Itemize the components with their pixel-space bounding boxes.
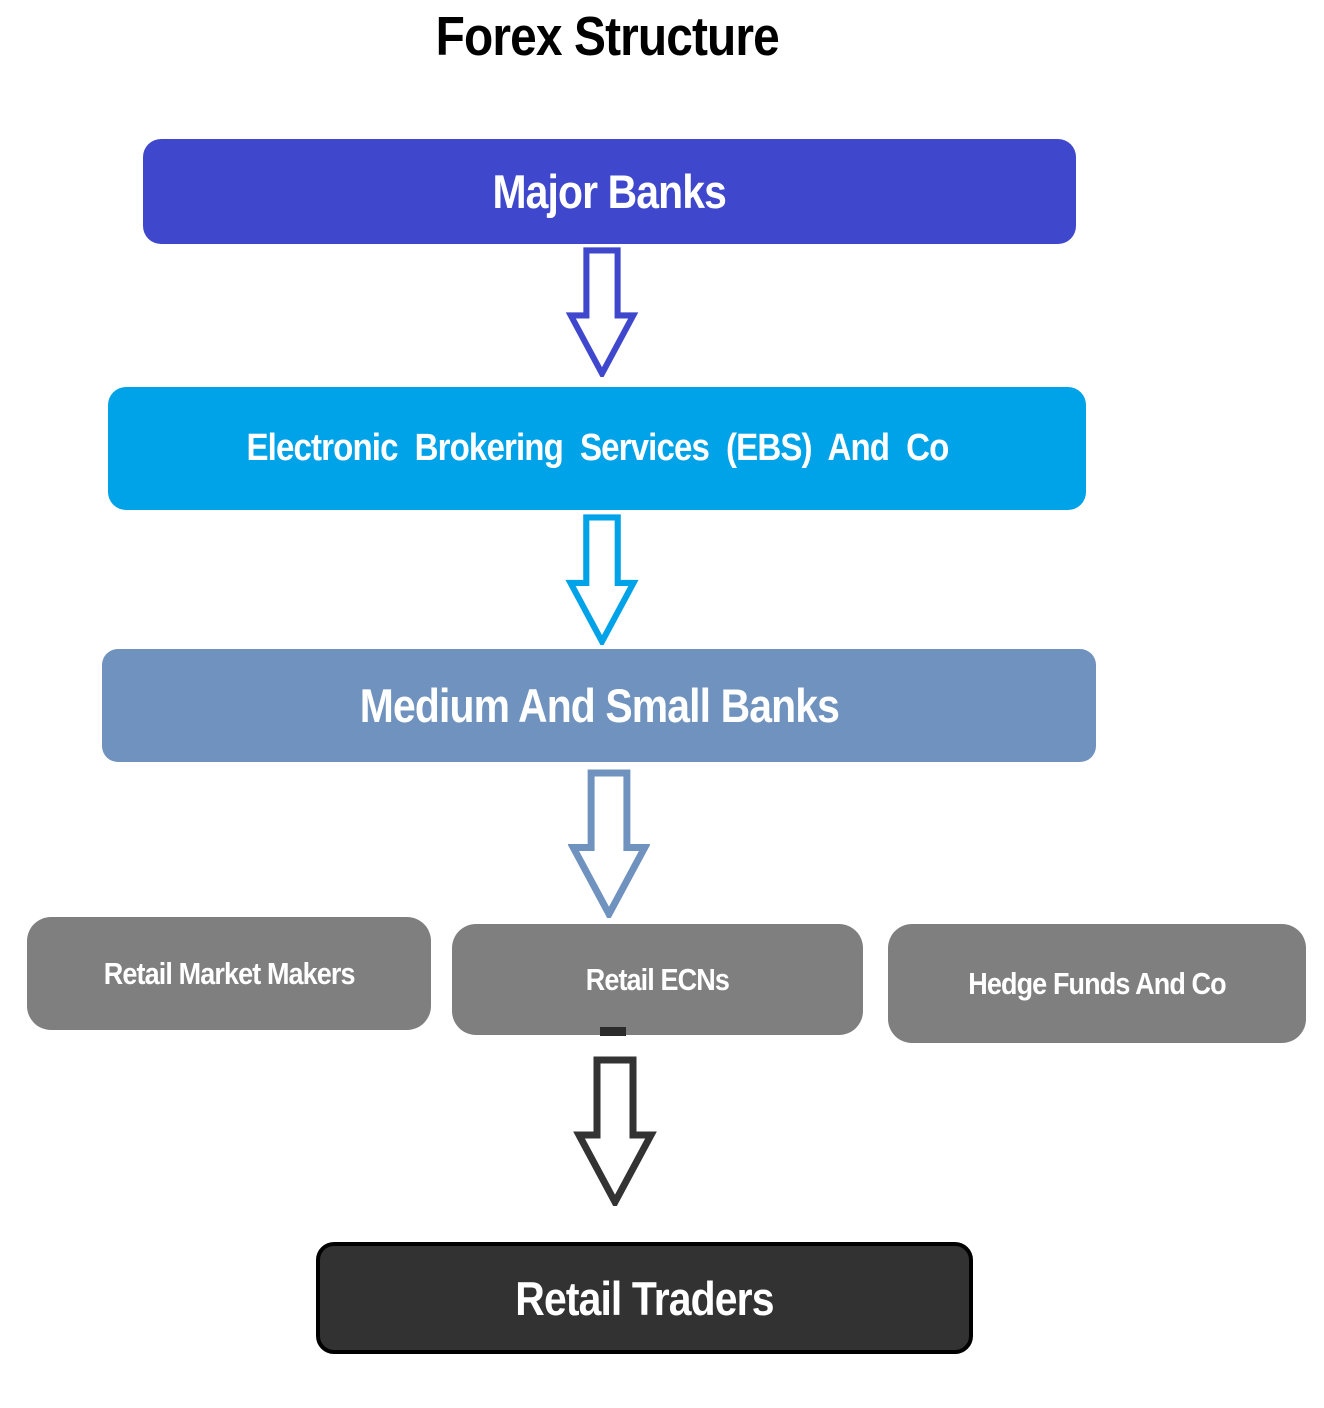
node-ebs: Electronic Brokering Services (EBS) And …: [108, 387, 1086, 510]
node-retail-ecns: Retail ECNs: [452, 924, 863, 1035]
node-hedge-funds-label: Hedge Funds And Co: [968, 965, 1226, 1001]
node-major-banks-label: Major Banks: [492, 165, 727, 218]
down-arrow-icon: [573, 1056, 657, 1206]
node-retail-market-makers-label: Retail Market Makers: [103, 955, 356, 991]
node-retail-traders-label: Retail Traders: [515, 1271, 774, 1325]
node-hedge-funds: Hedge Funds And Co: [888, 924, 1306, 1043]
page-title: Forex Structure: [307, 4, 907, 68]
node-retail-traders: Retail Traders: [316, 1242, 973, 1354]
node-medium-small-banks-label: Medium And Small Banks: [359, 679, 839, 732]
node-retail-ecns-label: Retail ECNs: [585, 961, 730, 997]
down-arrow-icon: [564, 247, 640, 377]
down-arrow-icon: [568, 769, 650, 918]
page-title-text: Forex Structure: [435, 5, 779, 67]
node-medium-small-banks: Medium And Small Banks: [102, 649, 1096, 762]
arrow-stem-stub: [600, 1027, 626, 1036]
node-major-banks: Major Banks: [143, 139, 1076, 244]
down-arrow-icon: [564, 514, 640, 645]
node-ebs-label: Electronic Brokering Services (EBS) And …: [245, 427, 949, 469]
node-retail-market-makers: Retail Market Makers: [27, 917, 431, 1030]
